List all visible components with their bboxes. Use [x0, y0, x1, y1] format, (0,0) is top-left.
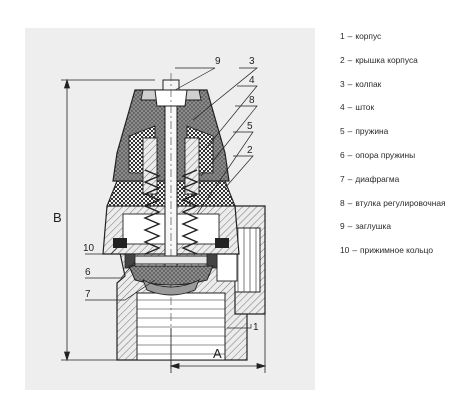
- legend-item: 4–шток: [340, 101, 472, 125]
- adjusting-sleeve: [142, 137, 200, 195]
- parts-legend: 1–корпус 2–крышка корпуса 3–колпак 4–што…: [340, 30, 472, 268]
- legend-text: опора пружины: [355, 149, 416, 160]
- legend-item: 1–корпус: [340, 30, 472, 54]
- stem: [164, 73, 178, 373]
- legend-separator: –: [347, 54, 353, 65]
- valve-cross-section: A B 9 3 4 8 5 2 10 6 7 1: [53, 56, 267, 373]
- legend-number: 7: [340, 173, 345, 184]
- callout-10: 10: [83, 243, 95, 254]
- spring: [143, 169, 199, 255]
- dimension-b: [61, 78, 155, 362]
- leader-lines: [85, 67, 258, 329]
- legend-number: 10: [340, 245, 350, 256]
- legend-text: втулка регулировочная: [355, 197, 446, 208]
- callout-1: 1: [253, 322, 259, 333]
- legend-number: 8: [340, 197, 345, 208]
- legend-number: 2: [340, 54, 345, 65]
- legend-number: 3: [340, 78, 345, 89]
- legend-item: 2–крышка корпуса: [340, 54, 472, 78]
- legend-separator: –: [347, 126, 353, 137]
- legend-number: 1: [340, 31, 345, 41]
- callout-4: 4: [249, 75, 255, 86]
- legend-separator: –: [347, 197, 353, 208]
- callout-9: 9: [215, 56, 221, 67]
- dimension-b-label: B: [53, 210, 62, 225]
- legend-text: диафрагма: [355, 173, 400, 184]
- legend-separator: –: [347, 102, 353, 113]
- legend-separator: –: [347, 78, 353, 89]
- legend-item: 7–диафрагма: [340, 173, 472, 197]
- callout-6: 6: [85, 267, 91, 278]
- legend-number: 5: [340, 126, 345, 137]
- legend-item: 3–колпак: [340, 78, 472, 102]
- clamp-ring: [113, 238, 229, 248]
- legend-item: 6–опора пружины: [340, 149, 472, 173]
- callout-3: 3: [249, 56, 255, 67]
- legend-item: 5–пружина: [340, 125, 472, 149]
- legend-separator: –: [347, 221, 353, 232]
- legend-separator: –: [352, 245, 357, 256]
- legend-number: 9: [340, 221, 345, 232]
- legend-separator: –: [347, 149, 353, 160]
- callout-7: 7: [85, 289, 91, 300]
- dimension-a: [169, 314, 267, 373]
- legend-text: пружина: [355, 126, 389, 137]
- legend-text: крышка корпуса: [355, 54, 418, 65]
- legend-separator: –: [347, 31, 353, 41]
- legend-separator: –: [347, 173, 353, 184]
- legend-item: 10–прижимное кольцо: [340, 244, 472, 268]
- callout-5: 5: [247, 121, 253, 132]
- callout-8: 8: [249, 95, 255, 106]
- legend-text: колпак: [355, 78, 382, 89]
- legend-text: прижимное кольцо: [360, 245, 434, 256]
- legend-number: 4: [340, 102, 345, 113]
- diaphragm: [128, 265, 214, 296]
- legend-item: 9–заглушка: [340, 220, 472, 244]
- legend-number: 6: [340, 149, 345, 160]
- callout-2: 2: [247, 145, 253, 156]
- legend-text: шток: [355, 102, 375, 113]
- dimension-a-label: A: [213, 346, 222, 361]
- legend-text: корпус: [355, 31, 382, 41]
- legend-text: заглушка: [355, 221, 392, 232]
- legend-item: 8–втулка регулировочная: [340, 197, 472, 221]
